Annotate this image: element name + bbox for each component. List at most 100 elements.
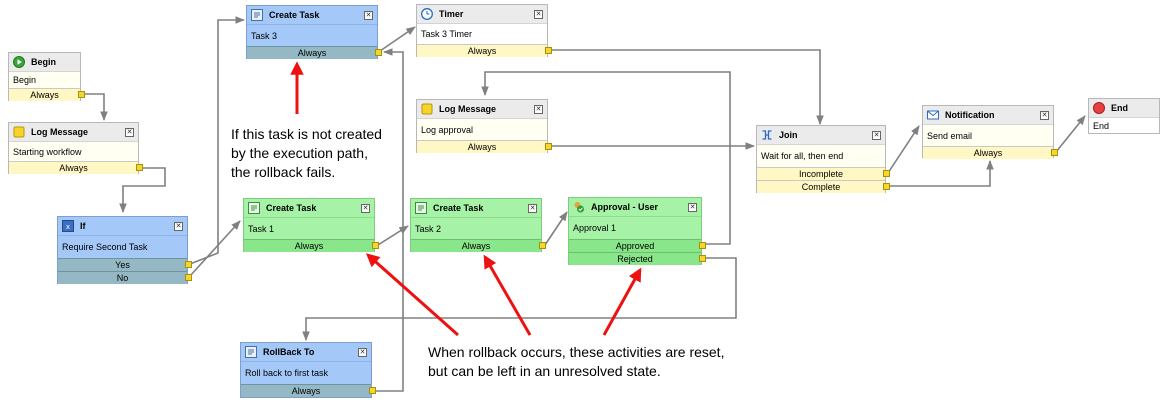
node-header[interactable]: x If ✕	[58, 217, 187, 236]
output-always[interactable]: Always	[247, 46, 382, 59]
close-icon[interactable]: ✕	[364, 10, 373, 20]
output-port[interactable]	[1051, 149, 1058, 156]
node-log-message-start[interactable]: Log Message ✕ Starting workflow Always	[8, 122, 143, 174]
annotation-bottom: When rollback occurs, these activities a…	[428, 343, 724, 381]
output-port[interactable]	[699, 255, 706, 262]
node-rollback-to[interactable]: RollBack To ✕ Roll back to first task Al…	[240, 342, 376, 398]
node-header[interactable]: Join ✕	[757, 126, 885, 145]
output-port[interactable]	[699, 242, 706, 249]
play-icon	[13, 56, 25, 68]
node-header[interactable]: Create Task ✕	[411, 199, 541, 218]
output-always[interactable]: Always	[411, 239, 546, 252]
task-icon	[415, 202, 427, 214]
annotation-arrow-create2	[483, 254, 532, 336]
node-title: End	[1111, 103, 1128, 113]
close-icon[interactable]: ✕	[688, 202, 697, 212]
output-port[interactable]	[539, 242, 546, 249]
approval-icon	[573, 201, 585, 213]
node-header[interactable]: Begin	[9, 53, 80, 72]
node-title: Timer	[439, 9, 464, 19]
node-header[interactable]: Notification ✕	[923, 106, 1053, 125]
node-header[interactable]: Create Task ✕	[244, 199, 374, 218]
node-begin[interactable]: Begin Begin Always	[8, 52, 85, 101]
output-port[interactable]	[185, 274, 192, 281]
output-port[interactable]	[185, 261, 192, 268]
log-icon	[13, 126, 25, 138]
node-title: Log Message	[31, 127, 89, 137]
node-body: Approval 1	[573, 223, 617, 233]
node-approval-user[interactable]: Approval - User ✕ Approval 1 Approved Re…	[568, 197, 706, 265]
node-body: Starting workflow	[13, 146, 82, 157]
node-body: Wait for all, then end	[761, 151, 844, 161]
node-notification[interactable]: Notification ✕ Send email Always	[922, 105, 1058, 159]
output-port[interactable]	[545, 143, 552, 150]
node-header[interactable]: Approval - User ✕	[569, 198, 701, 217]
output-always[interactable]: Always	[9, 161, 143, 174]
annotation-line: When rollback occurs, these activities a…	[428, 344, 725, 360]
node-header[interactable]: RollBack To ✕	[241, 343, 371, 362]
node-join[interactable]: Join ✕ Wait for all, then end Incomplete…	[756, 125, 890, 193]
output-port[interactable]	[883, 183, 890, 190]
close-icon[interactable]: ✕	[872, 130, 881, 140]
task-icon	[248, 202, 260, 214]
node-body: Require Second Task	[62, 242, 148, 252]
node-header[interactable]: Create Task ✕	[247, 6, 377, 25]
close-icon[interactable]: ✕	[534, 9, 543, 19]
output-always[interactable]: Always	[241, 384, 376, 397]
node-title: Begin	[31, 57, 57, 67]
output-incomplete[interactable]: Incomplete	[757, 167, 890, 180]
output-port[interactable]	[883, 170, 890, 177]
node-create-task-3[interactable]: Create Task ✕ Task 3 Always	[246, 5, 382, 59]
output-yes[interactable]: Yes	[58, 258, 192, 271]
output-port[interactable]	[372, 242, 379, 249]
wire-if-no-to-create1	[189, 220, 241, 277]
close-icon[interactable]: ✕	[1040, 110, 1049, 120]
node-title: Log Message	[439, 104, 497, 114]
close-icon[interactable]: ✕	[528, 203, 537, 213]
wire-rollback-to-create3	[376, 48, 404, 392]
node-timer[interactable]: Timer ✕ Task 3 Timer Always	[416, 4, 552, 57]
output-always[interactable]: Always	[417, 44, 552, 57]
output-no[interactable]: No	[58, 271, 192, 284]
node-header[interactable]: Log Message ✕	[417, 100, 547, 119]
wire-create3-to-timer	[379, 26, 416, 52]
output-always[interactable]: Always	[9, 88, 85, 101]
output-always[interactable]: Always	[417, 140, 552, 153]
output-complete[interactable]: Complete	[757, 180, 890, 193]
node-create-task-1[interactable]: Create Task ✕ Task 1 Always	[243, 198, 379, 252]
node-title: Join	[779, 130, 798, 140]
node-if[interactable]: x If ✕ Require Second Task Yes No	[57, 216, 192, 284]
node-title: Create Task	[433, 203, 484, 213]
wire-complete-to-notification	[888, 160, 994, 187]
node-body: Begin	[13, 75, 37, 85]
output-rejected[interactable]: Rejected	[569, 252, 706, 265]
node-body: Task 2	[415, 223, 442, 234]
node-end[interactable]: End End	[1088, 98, 1160, 134]
svg-text:x: x	[66, 223, 70, 231]
close-icon[interactable]: ✕	[125, 127, 134, 137]
node-header[interactable]: End	[1089, 99, 1159, 118]
output-always[interactable]: Always	[923, 146, 1058, 159]
close-icon[interactable]: ✕	[534, 104, 543, 114]
node-header[interactable]: Timer ✕	[417, 5, 547, 24]
node-log-message-approval[interactable]: Log Message ✕ Log approval Always	[416, 99, 552, 153]
output-approved[interactable]: Approved	[569, 239, 706, 252]
join-icon	[761, 129, 773, 141]
output-port[interactable]	[375, 49, 382, 56]
node-title: Create Task	[269, 10, 320, 20]
node-create-task-2[interactable]: Create Task ✕ Task 2 Always	[410, 198, 546, 252]
output-always[interactable]: Always	[244, 239, 379, 252]
close-icon[interactable]: ✕	[174, 221, 183, 231]
node-body: Task 3	[251, 30, 278, 41]
output-port[interactable]	[136, 164, 143, 171]
wire-join-to-notification	[887, 125, 920, 174]
close-icon[interactable]: ✕	[358, 347, 367, 357]
annotation-arrow-create1	[365, 253, 459, 337]
node-header[interactable]: Log Message ✕	[9, 123, 138, 142]
output-port[interactable]	[78, 91, 85, 98]
output-port[interactable]	[369, 387, 376, 394]
wire-create2-to-approval	[544, 211, 568, 246]
close-icon[interactable]: ✕	[361, 203, 370, 213]
output-port[interactable]	[545, 47, 552, 54]
